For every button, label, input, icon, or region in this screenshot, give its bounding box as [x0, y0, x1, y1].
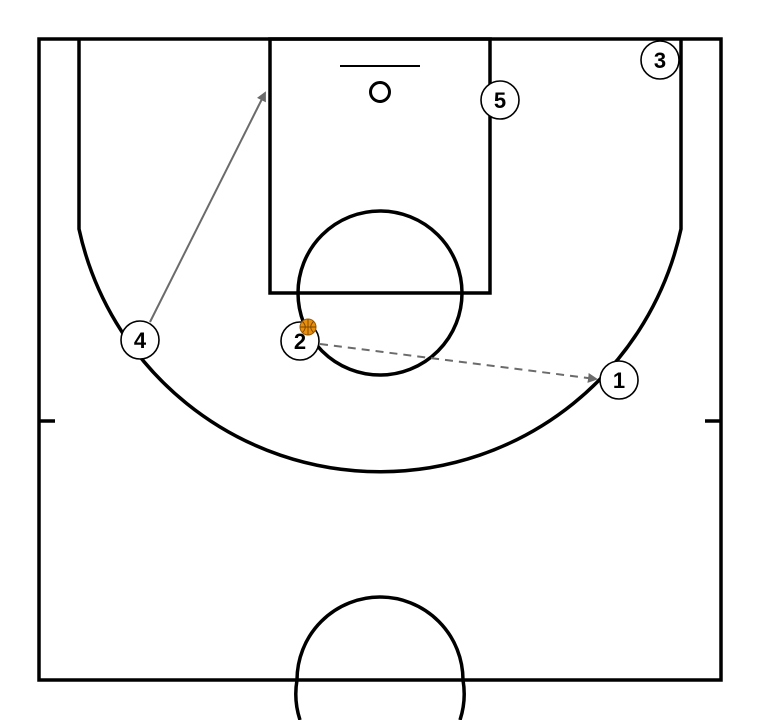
court-lines — [37, 37, 723, 720]
center-circle-lower-right — [458, 679, 466, 720]
center-circle-lower — [294, 679, 302, 720]
cut-arrow-player-4 — [149, 91, 266, 323]
player-1-label: 1 — [613, 368, 625, 393]
player-4[interactable]: 4 — [120, 320, 160, 360]
player-3[interactable]: 3 — [640, 40, 680, 80]
player-1-marker — [599, 360, 639, 400]
player-2[interactable]: 2 — [280, 318, 320, 361]
player-4-label: 4 — [134, 328, 147, 353]
player-2-label: 2 — [294, 329, 306, 354]
player-5[interactable]: 5 — [480, 80, 520, 120]
center-circle — [295, 595, 465, 681]
players: 1 2 3 4 5 — [120, 40, 680, 400]
player-5-marker — [480, 80, 520, 120]
pass-arrow-2-to-1 — [319, 343, 598, 383]
three-point-line — [77, 39, 683, 474]
basket-rim — [369, 81, 391, 103]
free-throw-circle — [296, 209, 464, 377]
paint-lane — [268, 37, 492, 295]
actions — [149, 91, 598, 383]
player-4-marker — [120, 320, 160, 360]
basketball-icon — [299, 318, 317, 336]
player-5-label: 5 — [494, 88, 506, 113]
player-3-label: 3 — [654, 48, 666, 73]
player-3-marker — [640, 40, 680, 80]
player-1[interactable]: 1 — [599, 360, 639, 400]
